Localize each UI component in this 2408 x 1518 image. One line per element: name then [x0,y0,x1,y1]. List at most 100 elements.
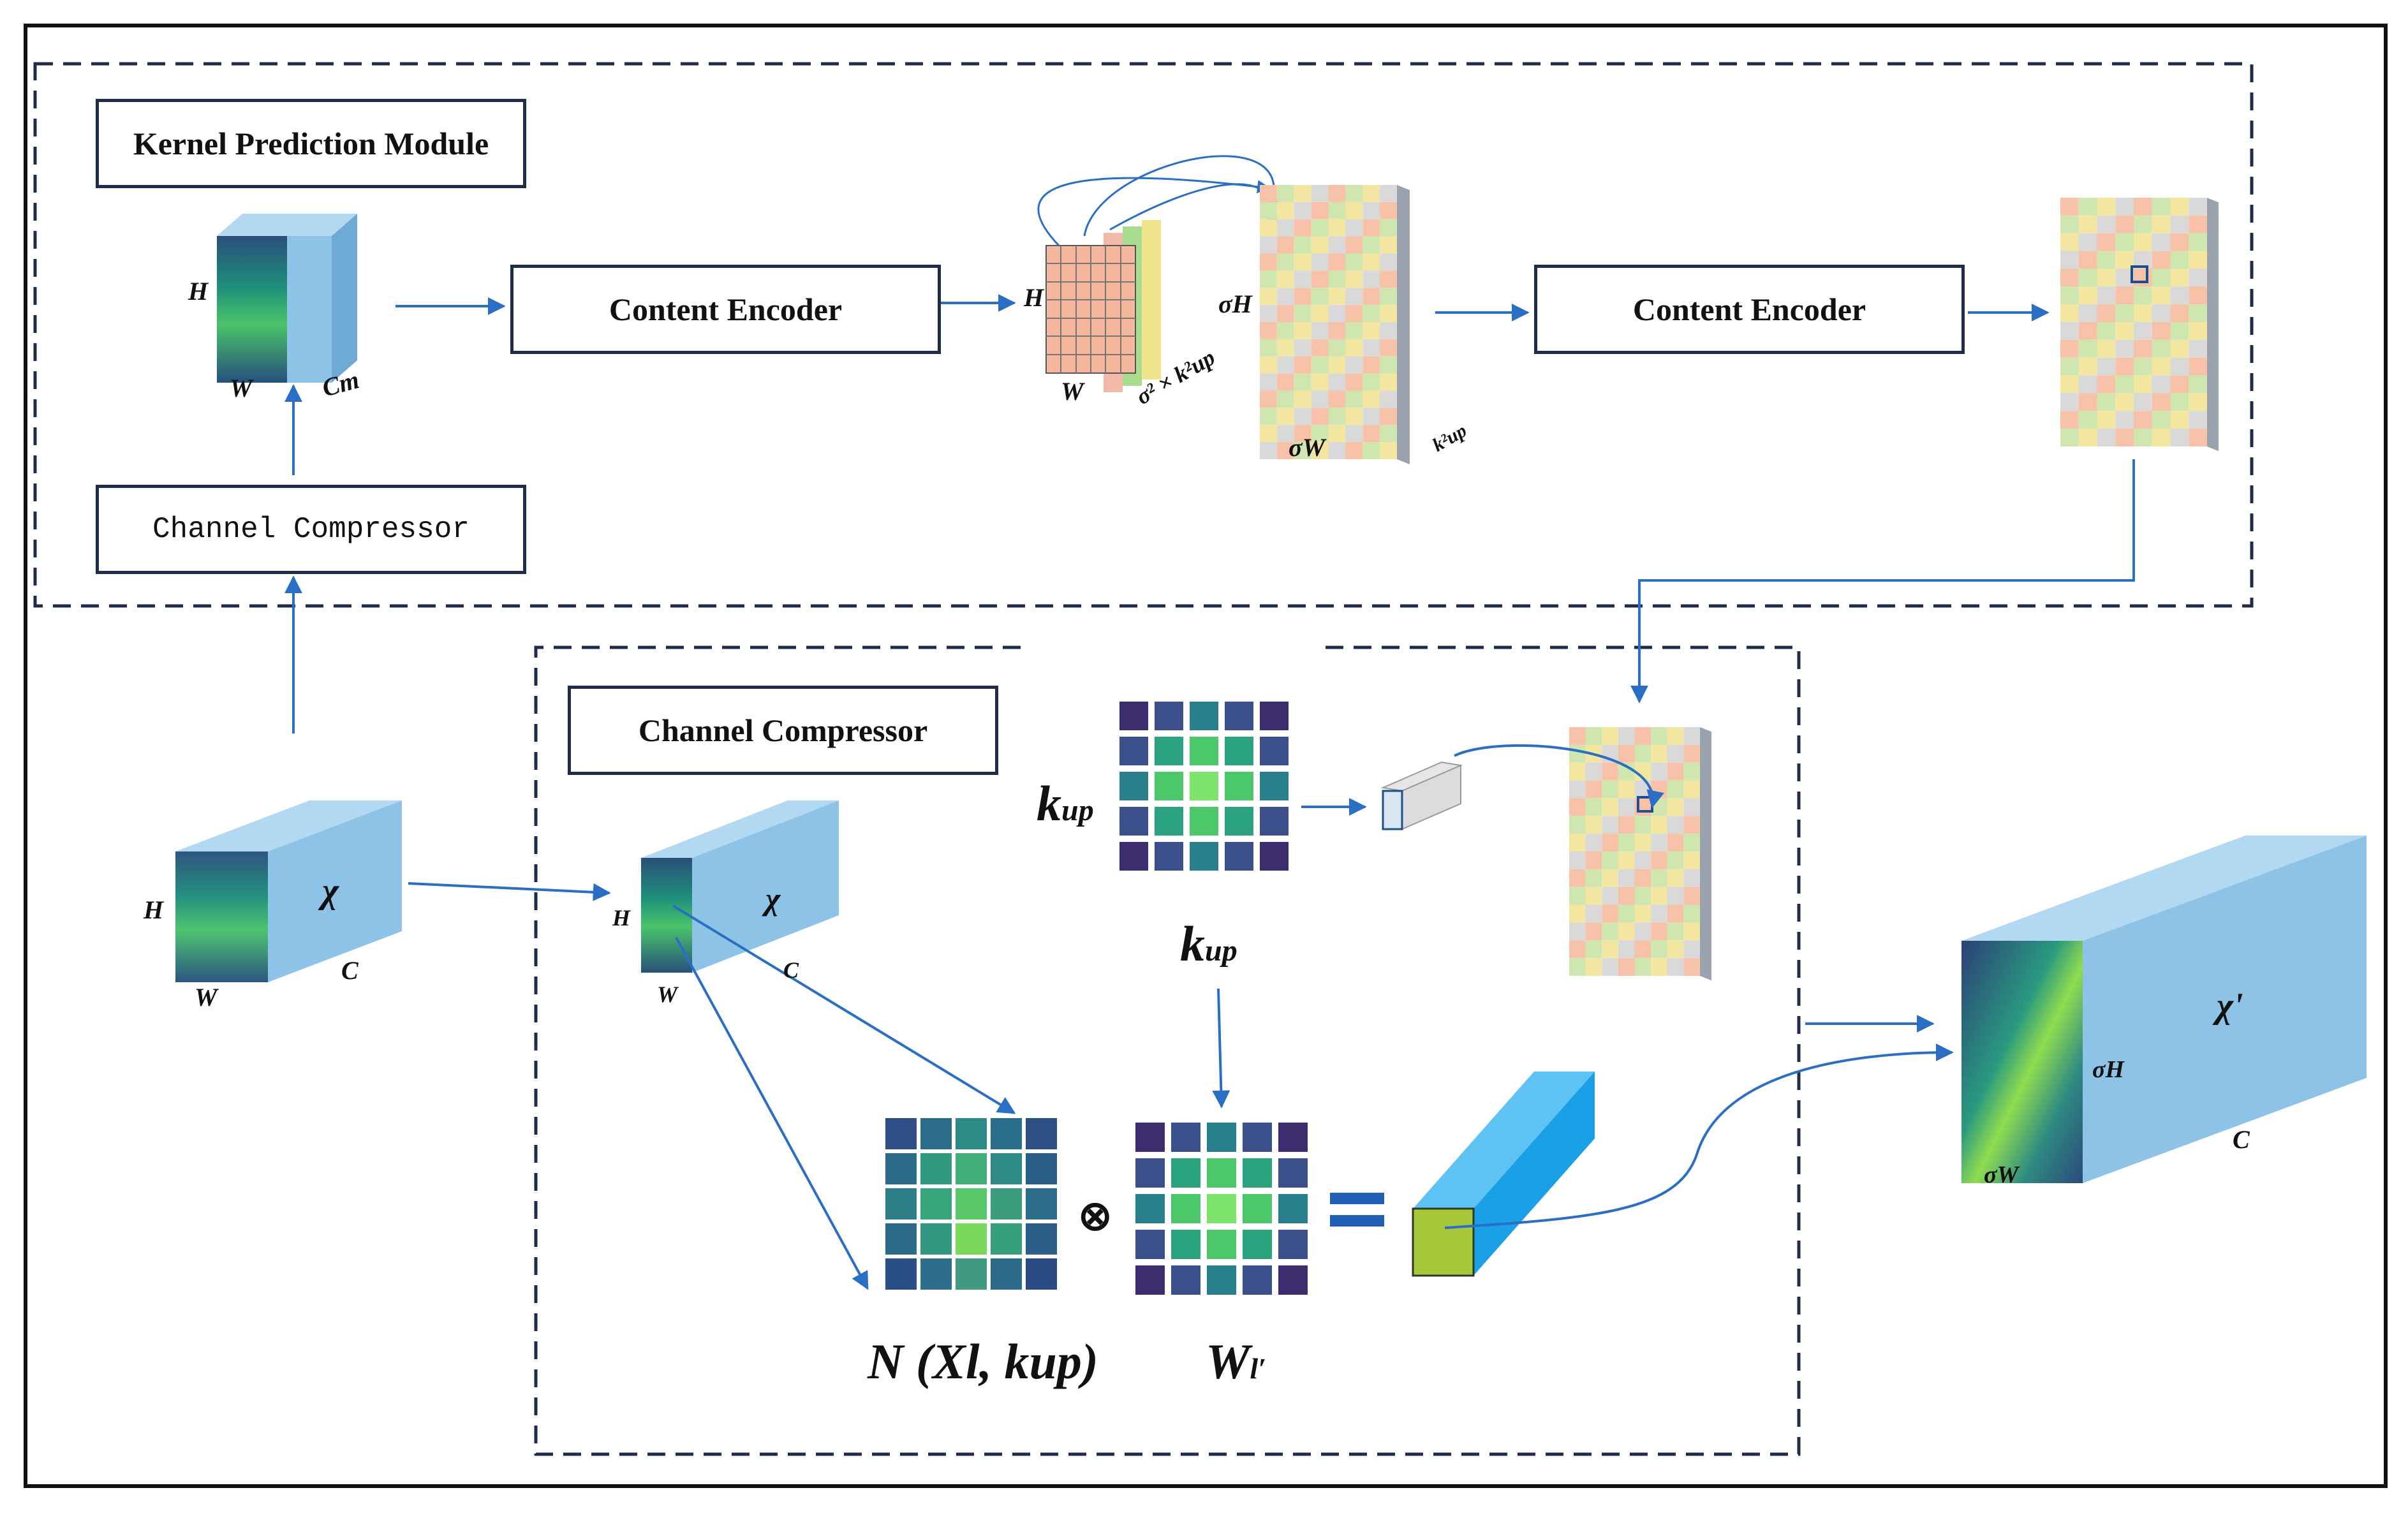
plane-cell [1328,270,1346,288]
plane-cell [2170,233,2189,251]
plane-cell [1328,373,1346,391]
plane-cell [2097,215,2116,233]
plane-cell [1380,442,1397,459]
neighborhood-cell [882,1184,920,1223]
plane-cell [1276,219,1294,237]
plane-cell [1585,798,1602,816]
plane-cell [1328,390,1346,408]
plane-cell [1569,869,1586,887]
plane-cell [2078,411,2097,429]
neighborhood-cell [987,1149,1026,1188]
plane-cell [1651,744,1667,763]
output-value-bar [1412,1072,1595,1277]
plane-cell [1569,816,1586,834]
neighborhood-cell [1022,1149,1061,1188]
kernel-cell [1190,737,1218,765]
label-W-mid: W [657,982,678,1007]
plane-cell [1328,442,1346,459]
plane-cell [2170,304,2189,322]
plane-cell [2097,304,2116,322]
plane-cell [1683,834,1700,851]
plane-cell [1276,408,1294,425]
plane-cell [1363,288,1380,306]
kernel-cell [1190,702,1218,730]
plane-cell [1667,834,1684,851]
label-C-input: C [341,956,358,985]
plane-cell [2170,339,2189,358]
plane-cell [1651,762,1667,781]
plane-cell [1294,219,1311,237]
plane-cell [1585,762,1602,781]
plane-cell [1345,408,1363,425]
plane-cell [1380,305,1397,322]
kernel-cell [1171,1158,1200,1188]
plane-cell [1260,185,1277,202]
plane-cell [2170,411,2189,429]
shuffled-kernel-plane [1260,185,1410,464]
plane-cell [1311,253,1329,271]
neighborhood-cell [882,1149,920,1188]
plane-cell [2189,304,2207,322]
kernel-cell [1119,842,1148,871]
plane-cell [1683,958,1700,976]
kernel-cell [1135,1123,1165,1152]
plane-cell [1260,390,1277,408]
neighborhood-cell [1022,1220,1061,1258]
plane-cell [1363,270,1380,288]
plane-cell [1363,185,1380,202]
plane-cell [1276,442,1294,459]
plane-cell [2115,393,2134,411]
plane-cell [2152,233,2171,251]
plane-cell [2134,357,2152,376]
plane-cell [2078,251,2097,269]
plane-cell [1569,798,1586,816]
plane-cell [2189,251,2207,269]
plane-cell [1634,727,1651,745]
kernel-cell [1243,1194,1272,1223]
plane-cell [1651,834,1667,851]
plane-cell [1345,373,1363,391]
kernel-cell [1155,702,1183,730]
kernel-cell [1225,702,1253,730]
plane-cell [1651,940,1667,959]
neighborhood-cell [1022,1255,1061,1293]
plane-cell [1294,408,1311,425]
plane-cell [1363,339,1380,357]
plane-cell [1276,356,1294,374]
plane-cell [1276,373,1294,391]
plane-cell [1294,356,1311,374]
plane-cell [2170,357,2189,376]
plane-cell [2170,429,2189,446]
label-neighborhood: N (Xl, kup) [868,1334,1098,1389]
plane-cell [1667,762,1684,781]
plane-cell [2115,411,2134,429]
plane-cell [1683,887,1700,905]
plane-cell [1345,202,1363,219]
plane-cell [1345,390,1363,408]
plane-cell [1667,798,1684,816]
arrows [284,294,2135,1290]
neighborhood-cell [917,1255,956,1293]
plane-cell [2078,375,2097,394]
plane-cell [1311,339,1329,357]
plane-cell [2189,429,2207,446]
label-sigmaH-output: σH [2092,1056,2125,1083]
plane-cell [1585,851,1602,869]
kernel-cell [1190,842,1218,871]
kernel-cell [1171,1265,1200,1295]
plane-cell [2152,251,2171,269]
plane-cell [1569,780,1586,799]
plane-cell [2134,198,2152,216]
plane-cell [1311,356,1329,374]
kup-base: k [1037,776,1061,831]
kernel-cell [1190,807,1218,836]
plane-cell [1345,288,1363,306]
equals-sign [1330,1193,1384,1227]
plane-cell [1667,869,1684,887]
plane-cell [2060,286,2079,305]
plane-cell [1667,780,1684,799]
plane-cell [2170,251,2189,269]
plane-cell [1328,305,1346,322]
plane-cell [1569,940,1586,959]
plane-cell [1363,253,1380,271]
